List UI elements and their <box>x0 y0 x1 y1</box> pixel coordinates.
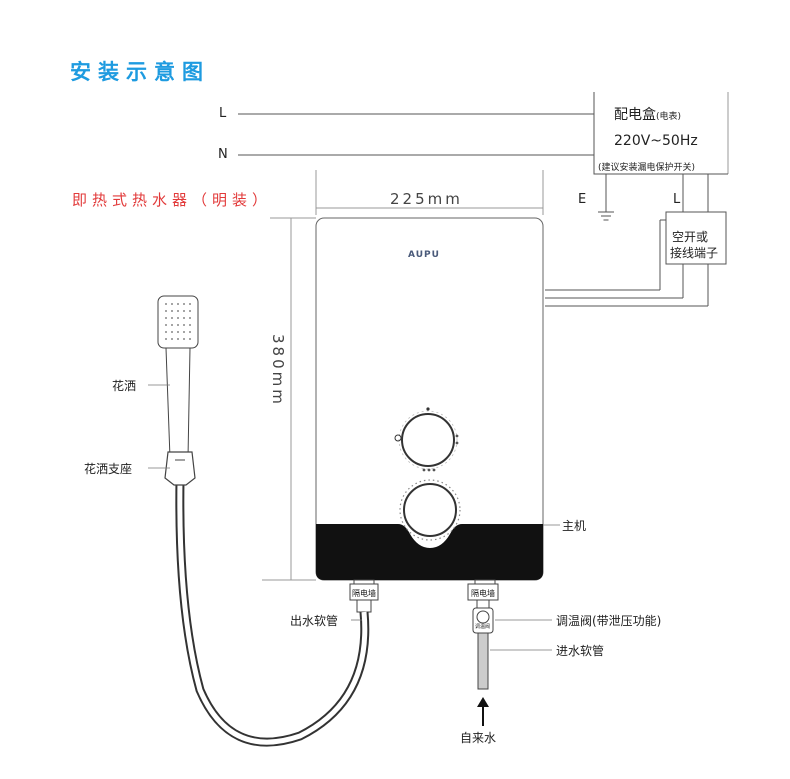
unit-black-base <box>316 524 543 580</box>
diagram-title: 安装示意图 <box>70 60 210 84</box>
callout-main-unit: 主机 <box>562 519 587 533</box>
inlet-hose <box>477 632 489 690</box>
shower-holder <box>164 451 196 486</box>
box-live-label: L <box>673 192 681 207</box>
isolation-fitting-right <box>474 579 496 585</box>
callout-inlet-hose: 进水软管 <box>556 644 605 658</box>
temperature-dial[interactable] <box>401 413 455 467</box>
callout-outlet-hose: 出水软管 <box>290 614 339 628</box>
callout-shower-holder: 花洒支座 <box>84 462 133 476</box>
diagram-subtitle: 即热式热水器（明装） <box>72 191 273 209</box>
callout-shower-head: 花洒 <box>112 379 137 393</box>
valve-mark: 调温阀 <box>475 624 491 630</box>
neutral-label: N <box>218 147 228 162</box>
isolation-fitting-left <box>353 579 375 585</box>
power-dial[interactable] <box>403 483 457 537</box>
callout-temp-valve: 调温阀(带泄压功能) <box>556 614 662 628</box>
distribution-box-name: 配电盒 <box>614 107 656 123</box>
distribution-box-spec: 220V~50Hz <box>614 133 698 149</box>
height-dimension: 380mm <box>269 334 287 407</box>
water-heater-unit <box>315 217 544 581</box>
shower-head <box>157 295 199 462</box>
switch-box-line2: 接线端子 <box>670 246 719 260</box>
distribution-box-title: 配电盒(电表) <box>614 104 681 124</box>
isolation-label-right: 隔电墙 <box>471 589 495 598</box>
isolation-label-left: 隔电墙 <box>352 589 376 598</box>
earth-label: E <box>578 192 587 207</box>
distribution-box-note: (电表) <box>656 112 682 122</box>
live-label: L <box>219 106 227 121</box>
width-dimension: 225mm <box>390 190 463 208</box>
brand-logo: AUPU <box>408 250 440 260</box>
distribution-box-advice: (建议安装漏电保护开关) <box>598 163 696 173</box>
switch-box-line1: 空开或 <box>672 230 709 244</box>
switch-terminal-box <box>665 211 727 265</box>
callout-tap-water: 自来水 <box>460 731 497 745</box>
